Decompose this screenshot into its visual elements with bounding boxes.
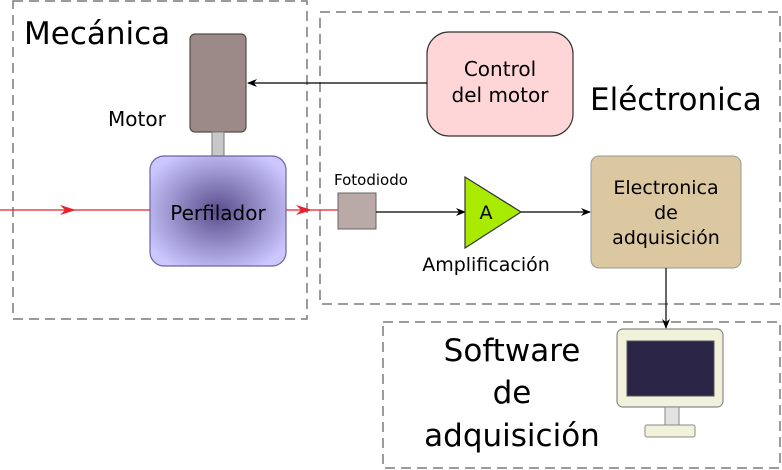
acquisition-label-line3: adquisición (612, 227, 720, 249)
software-title-line2: de (493, 375, 532, 411)
electronics-group-border (319, 11, 781, 305)
photodiode-label: Fotodiodo (334, 171, 408, 189)
motor-shaft (211, 131, 225, 159)
amplifier-symbol: A (480, 202, 493, 224)
amplification-label: Amplificación (422, 254, 550, 276)
motor-label: Motor (108, 107, 167, 131)
motor-control-label-line2: del motor (452, 83, 550, 107)
monitor-icon (616, 328, 724, 438)
laser-arrow-icon-1 (60, 205, 76, 215)
laser-arrow-icon-2 (296, 205, 312, 215)
software-title-line3: adquisición (424, 418, 600, 454)
software-title-line1: Software (444, 333, 581, 369)
photodiode-block (337, 192, 377, 230)
amplifier-triangle-icon (464, 175, 523, 250)
mechanics-group-border (12, 0, 308, 320)
profiler-label: Perfilador (170, 201, 266, 225)
acquisition-label-line2: de (654, 202, 678, 224)
motor-control-label-line1: Control (464, 57, 536, 81)
electronics-title: Eléctronica (590, 82, 762, 118)
motor-body (189, 33, 247, 133)
profiler-block (149, 155, 287, 267)
mechanics-title: Mecánica (24, 16, 170, 52)
software-group-border (382, 321, 781, 469)
acquisition-label-line1: Electronica (613, 177, 718, 199)
motor-control-block (426, 31, 574, 137)
